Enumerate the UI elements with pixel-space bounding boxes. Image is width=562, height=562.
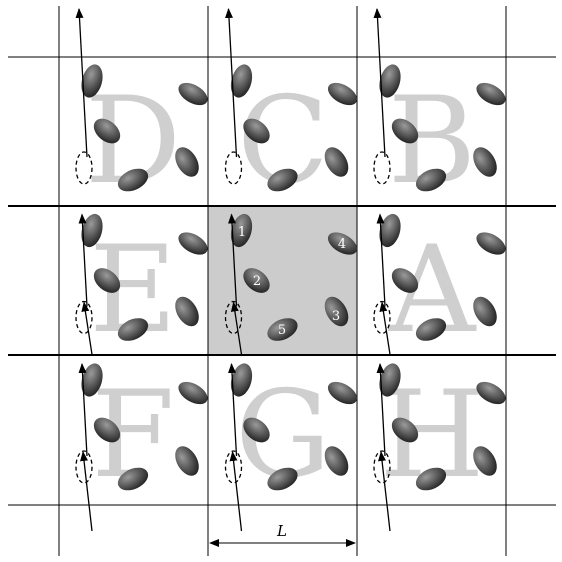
particle [93, 417, 121, 443]
particle [81, 363, 103, 397]
trajectory-arrow [80, 451, 93, 532]
particle [178, 82, 208, 106]
particle [117, 467, 149, 491]
particle [93, 118, 121, 144]
particle [117, 318, 149, 341]
trajectory-arrow [75, 8, 88, 158]
particle [415, 168, 447, 192]
previous-position-ghost [373, 450, 391, 484]
particle [391, 417, 419, 443]
particle [327, 82, 358, 106]
particle [267, 467, 298, 491]
particle [324, 296, 349, 327]
particle [267, 318, 298, 341]
particle [81, 64, 103, 98]
trajectory-arrow [227, 363, 238, 457]
trajectory-arrow [78, 363, 88, 457]
particle-label-1: 1 [238, 225, 246, 240]
previous-position-ghost [373, 151, 391, 185]
previous-position-ghost [373, 300, 391, 335]
particle [476, 381, 506, 405]
particle [178, 381, 208, 405]
particle [175, 296, 199, 327]
particle [175, 147, 199, 177]
particle [117, 168, 149, 192]
particle [230, 213, 253, 248]
previous-position-ghost [75, 450, 93, 484]
particle [243, 268, 270, 293]
particle [324, 147, 349, 177]
trajectory-arrow [81, 301, 93, 355]
trajectory-arrow [378, 451, 391, 532]
trajectory-arrow [379, 301, 391, 355]
particle-label-5: 5 [278, 323, 286, 338]
particle [93, 268, 121, 293]
particle [473, 446, 497, 476]
trajectory-arrow [227, 213, 238, 307]
trajectory-arrow [78, 213, 88, 307]
previous-position-ghost [75, 151, 93, 185]
particle [391, 118, 419, 144]
particle [476, 232, 506, 255]
trajectory-arrow [373, 8, 386, 158]
previous-position-ghost [224, 151, 243, 185]
particle [81, 213, 103, 248]
particle [379, 363, 401, 397]
trajectory-arrow [230, 301, 243, 355]
particle [230, 363, 253, 397]
box-length-dimension: L [209, 522, 356, 547]
particle [473, 296, 497, 327]
trajectory-arrow [229, 451, 243, 532]
particle [267, 168, 298, 192]
particle [476, 82, 506, 106]
trajectory-arrows [75, 8, 391, 532]
particle [379, 213, 401, 248]
particle-label-4: 4 [338, 237, 346, 252]
particle [379, 64, 401, 98]
particle-label-2: 2 [253, 274, 261, 289]
previous-position-ghost [75, 300, 93, 335]
particle [391, 268, 419, 293]
particle [327, 232, 358, 255]
trajectory-arrow [376, 213, 386, 307]
particle [327, 381, 358, 405]
trajectory-arrow [224, 8, 238, 158]
particle [243, 417, 270, 443]
dimension-label: L [276, 522, 287, 540]
particle [178, 232, 208, 255]
particle [415, 467, 447, 491]
particle [473, 147, 497, 177]
particles-layer [75, 64, 506, 491]
particle-label-3: 3 [332, 309, 340, 324]
particle [230, 64, 253, 98]
particle-labels: 1 2 3 4 5 [238, 225, 346, 338]
previous-position-ghost [224, 300, 243, 335]
trajectory-arrow [376, 363, 386, 457]
particle [324, 446, 349, 476]
grid-lines [8, 6, 556, 556]
particle [415, 318, 447, 341]
particle [175, 446, 199, 476]
previous-position-ghost [224, 450, 243, 484]
particle [243, 118, 270, 144]
